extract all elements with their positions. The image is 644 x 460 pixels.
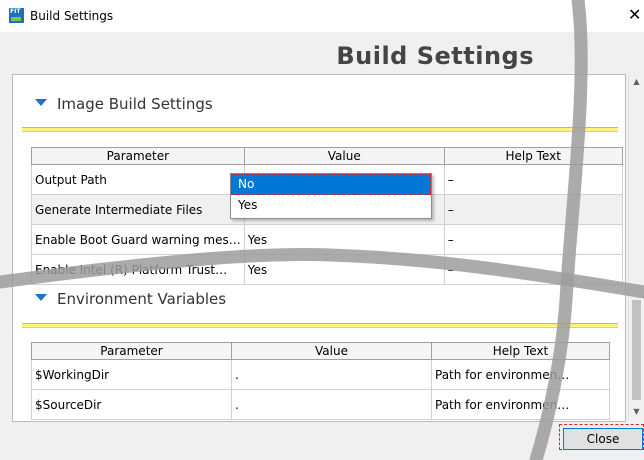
dropdown-option-no[interactable]: No (231, 174, 431, 195)
section-image-build-header[interactable]: Image Build Settings (35, 95, 213, 113)
help-cell: – (443, 194, 623, 225)
column-header-value[interactable]: Value (231, 342, 432, 360)
value-cell[interactable]: . (231, 389, 432, 420)
help-cell: – (443, 224, 623, 255)
app-logo-icon: FIT (9, 8, 24, 23)
column-header-help-text[interactable]: Help Text (431, 342, 610, 360)
title-bar: FIT Build Settings ✕ (0, 0, 644, 32)
scroll-up-icon[interactable]: ▲ (633, 77, 640, 86)
parameter-cell: Enable Intel (R) Platform Trust… (31, 254, 245, 285)
help-cell: Path for environmen… (431, 359, 610, 390)
value-dropdown-list[interactable]: No Yes (230, 173, 432, 219)
section-image-build-label: Image Build Settings (57, 95, 213, 113)
help-cell: Path for environmen… (431, 389, 610, 420)
vertical-scrollbar[interactable]: ▲ ▼ (628, 74, 644, 420)
column-header-parameter[interactable]: Parameter (31, 147, 245, 165)
help-cell: – (443, 254, 623, 285)
close-window-icon[interactable]: ✕ (628, 5, 642, 24)
value-cell[interactable]: . (231, 359, 432, 390)
env-vars-table: Parameter Value Help Text $WorkingDir . … (31, 342, 610, 420)
collapse-triangle-icon (35, 294, 47, 301)
page-title: Build Settings (336, 42, 534, 70)
parameter-cell: $WorkingDir (31, 359, 232, 390)
table-row[interactable]: Enable Boot Guard warning mes… Yes – (31, 224, 623, 255)
parameter-cell: $SourceDir (31, 389, 232, 420)
close-button[interactable]: Close (563, 428, 643, 450)
section-env-vars-header[interactable]: Environment Variables (35, 290, 226, 308)
dropdown-option-yes[interactable]: Yes (238, 198, 258, 212)
table-row[interactable]: Enable Intel (R) Platform Trust… Yes – (31, 254, 623, 285)
parameter-cell: Enable Boot Guard warning mes… (31, 224, 245, 255)
parameter-cell: Output Path (31, 164, 245, 195)
column-header-help-text[interactable]: Help Text (443, 147, 623, 165)
window-title: Build Settings (30, 9, 114, 23)
scroll-down-icon[interactable]: ▼ (633, 407, 640, 416)
help-cell: – (443, 164, 623, 195)
column-header-parameter[interactable]: Parameter (31, 342, 232, 360)
collapse-triangle-icon (35, 99, 47, 106)
scroll-thumb[interactable] (632, 300, 641, 400)
section-env-vars-label: Environment Variables (57, 290, 227, 308)
value-cell[interactable]: Yes (243, 224, 445, 255)
table-row[interactable]: $WorkingDir . Path for environmen… (31, 359, 610, 390)
value-cell[interactable]: Yes (243, 254, 445, 285)
settings-panel[interactable]: Image Build Settings Parameter Value Hel… (12, 74, 626, 422)
table-row[interactable]: $SourceDir . Path for environmen… (31, 389, 610, 420)
section-divider (22, 323, 618, 328)
parameter-cell: Generate Intermediate Files (31, 194, 245, 225)
section-divider (22, 127, 618, 132)
column-header-value[interactable]: Value (243, 147, 445, 165)
